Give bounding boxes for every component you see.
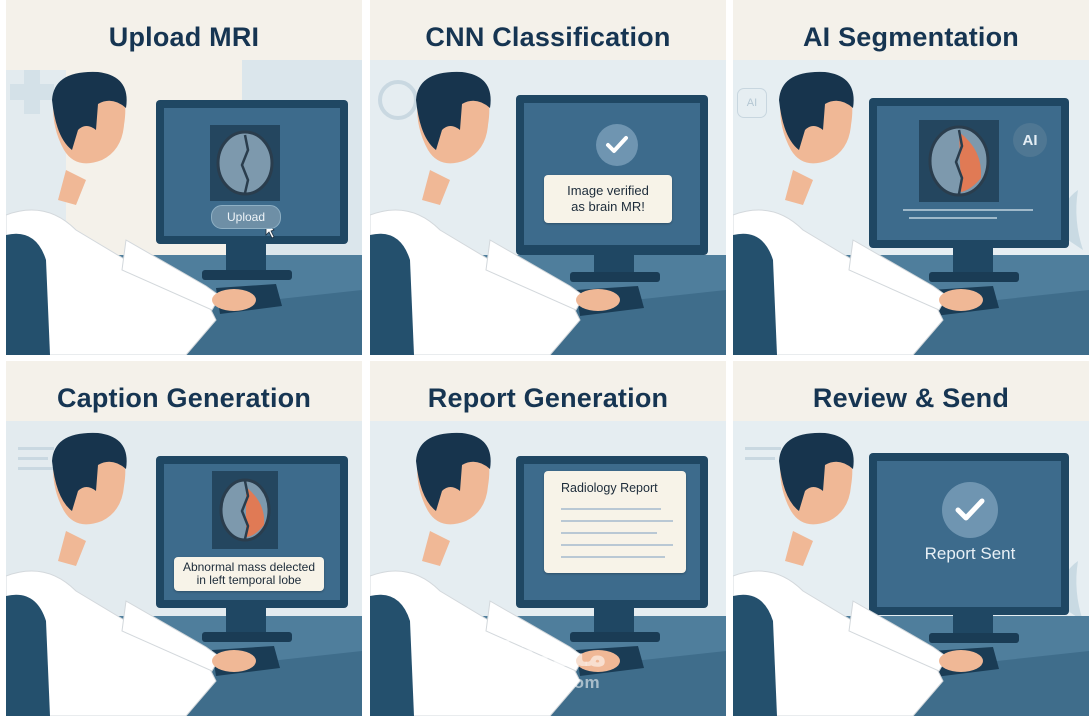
upload-button[interactable]: Upload: [211, 205, 281, 229]
scene-illustration: [733, 0, 1089, 355]
panel-title: Caption Generation: [56, 383, 312, 413]
radiology-report-card: Radiology Report: [544, 471, 686, 573]
report-line: [561, 508, 661, 510]
scene-illustration: [733, 361, 1089, 716]
report-sent-status: Report Sent: [924, 544, 1016, 563]
panel-title: Report Generation: [427, 383, 669, 413]
watermark-logo: مستقل mostaql.com: [470, 636, 620, 706]
report-line: [561, 532, 657, 534]
panel-caption-generation: Caption Generation Abnormal mass delecte…: [6, 361, 362, 716]
watermark-latin: mostaql.com: [489, 673, 601, 692]
ai-badge-icon: AI: [737, 88, 767, 118]
panel-upload-mri: Upload MRI Upload: [6, 0, 362, 355]
panel-ai-segmentation: AI Segmentation AI AI: [733, 0, 1089, 355]
panel-review-send: Review & Send Report Sent: [733, 361, 1089, 716]
panel-report-generation: Report Generation Radiology Report: [370, 361, 726, 716]
scene-illustration: [6, 0, 362, 355]
verification-card: Image verified as brain MR!: [544, 175, 672, 223]
report-line: [561, 520, 673, 522]
report-line: [561, 544, 673, 546]
panel-title: CNN Classification: [425, 22, 671, 52]
panel-title: AI Segmentation: [802, 22, 1020, 52]
brain-scan-icon: [216, 130, 274, 196]
ai-badge-icon: AI: [1013, 123, 1047, 157]
check-icon: [596, 124, 638, 166]
caption-card: Abnormal mass delected in left temporal …: [174, 557, 324, 591]
panel-title: Upload MRI: [108, 22, 260, 52]
watermark-arabic: مستقل: [482, 635, 608, 675]
panel-title: Review & Send: [812, 383, 1010, 413]
check-icon: [942, 482, 998, 538]
panel-cnn-classification: CNN Classification Image verified as bra…: [370, 0, 726, 355]
report-line: [561, 556, 665, 558]
report-title: Radiology Report: [561, 481, 658, 495]
scene-illustration: [6, 361, 362, 716]
